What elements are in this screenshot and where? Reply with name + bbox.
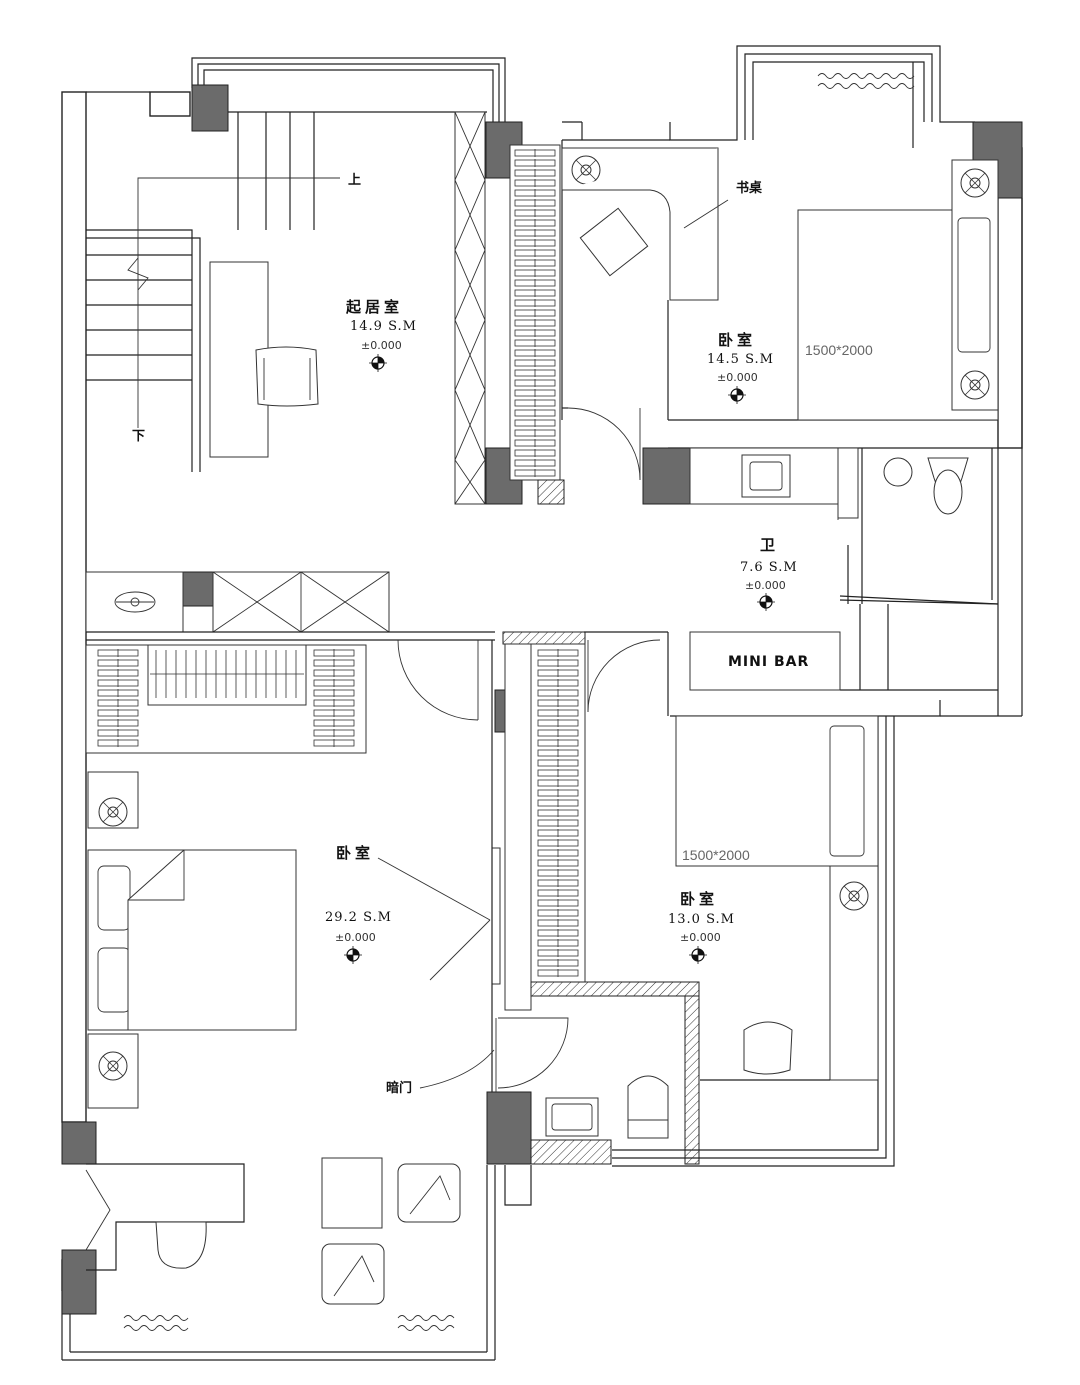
- curtain-ne: [817, 73, 915, 89]
- room-level: ±0.000: [717, 371, 758, 384]
- room-label-master: 卧室 29.2 S.M ±0.000: [325, 844, 392, 965]
- living-furniture: [209, 111, 565, 505]
- bed-size-se: 1500*2000: [682, 847, 750, 863]
- room-label-bedroom-se: 卧室 13.0 S.M ±0.000: [668, 890, 735, 965]
- bathroom-fixtures: MINI BAR: [689, 447, 999, 691]
- desk-label: 书桌: [736, 180, 763, 196]
- master-bedroom-furniture: 暗门: [85, 640, 569, 1331]
- room-name: 卫: [760, 536, 779, 554]
- room-name: 起居室: [345, 298, 403, 316]
- bedroom-se-furniture: 1500*2000: [502, 631, 879, 1165]
- mini-bar-label: MINI BAR: [728, 654, 809, 670]
- louver-horizontal: [150, 650, 304, 698]
- room-label-bath: 卫 7.6 S.M ±0.000: [740, 536, 798, 612]
- hidden-door-label: 暗门: [386, 1080, 412, 1096]
- room-name: 卧室: [336, 844, 374, 862]
- room-area: 29.2 S.M: [325, 910, 392, 925]
- room-area: 13.0 S.M: [668, 912, 735, 927]
- level-marker-icon: [368, 353, 388, 373]
- bed-size-ne: 1500*2000: [805, 342, 873, 358]
- room-label-bedroom-ne: 卧室 14.5 S.M ±0.000: [707, 331, 774, 405]
- stair-up-label: 上: [348, 173, 361, 188]
- room-level: ±0.000: [335, 931, 376, 944]
- level-marker-icon: [688, 945, 708, 965]
- corridor: [85, 571, 668, 721]
- room-level: ±0.000: [680, 931, 721, 944]
- room-area: 7.6 S.M: [740, 560, 798, 575]
- stair-down-label: 下: [132, 429, 145, 444]
- curtain-master: [123, 1315, 455, 1331]
- bedroom-ne-furniture: 书桌 1500*2000: [561, 73, 999, 481]
- room-area: 14.9 S.M: [350, 319, 417, 334]
- staircase: 上 下: [86, 112, 361, 472]
- level-marker-icon: [727, 385, 747, 405]
- room-name: 卧室: [680, 890, 718, 908]
- columns: [61, 84, 1023, 1315]
- room-level: ±0.000: [745, 579, 786, 592]
- room-level: ±0.000: [361, 339, 402, 352]
- level-marker-icon: [343, 945, 363, 965]
- level-marker-icon: [756, 592, 776, 612]
- room-label-living: 起居室 14.9 S.M ±0.000: [345, 298, 417, 373]
- room-area: 14.5 S.M: [707, 352, 774, 367]
- room-name: 卧室: [718, 331, 756, 349]
